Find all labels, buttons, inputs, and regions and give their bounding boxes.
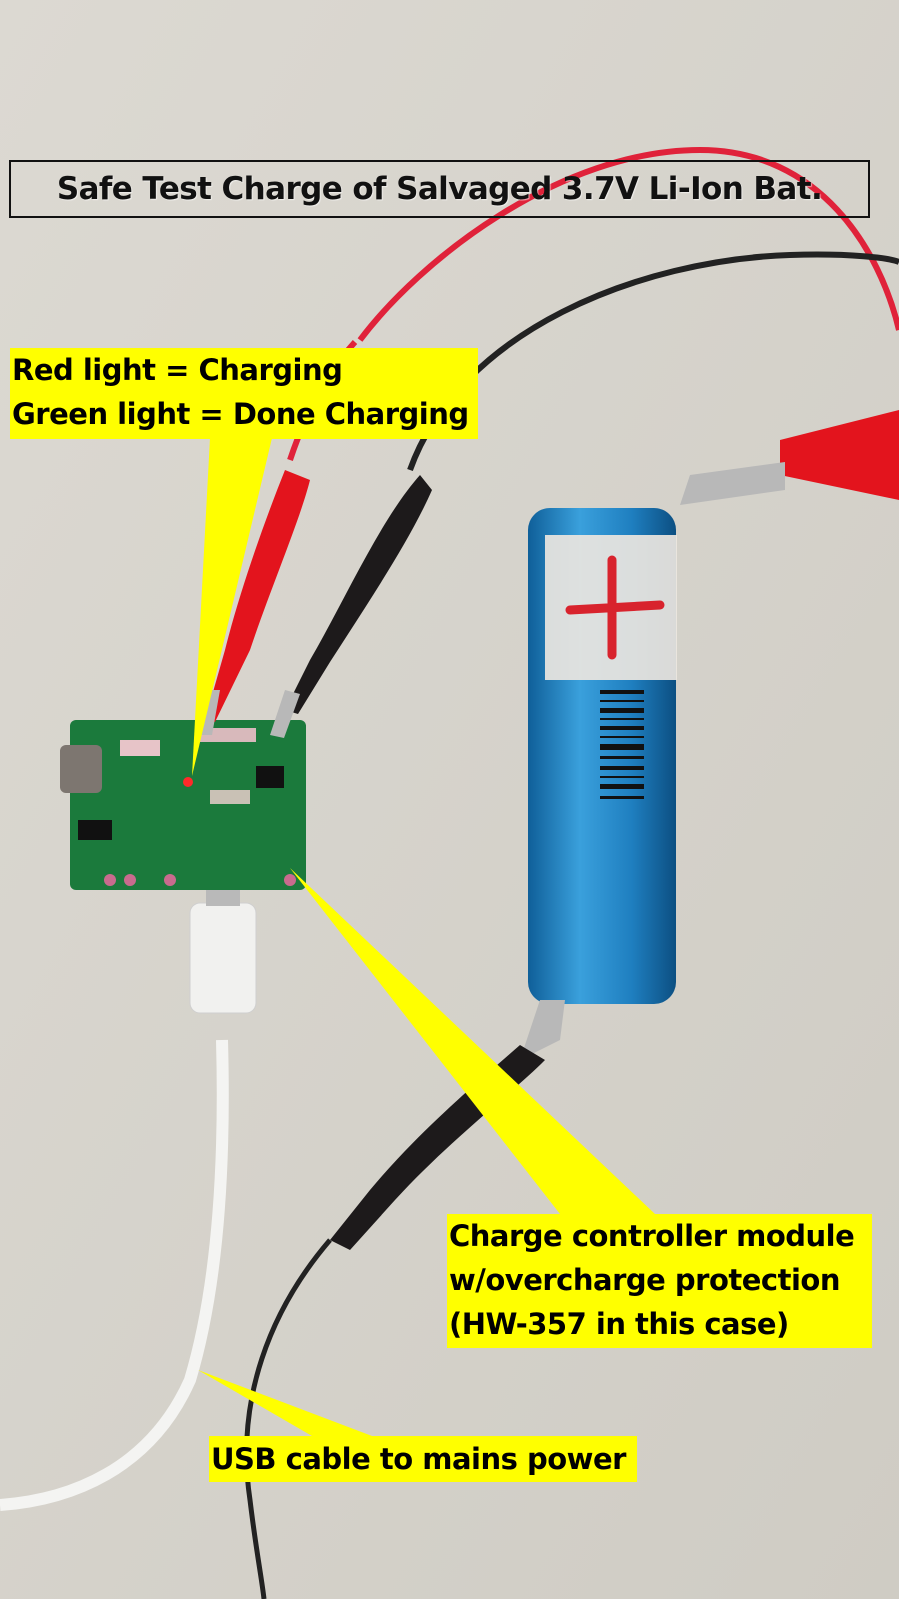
pad <box>124 874 136 886</box>
callout-pointer-usb <box>198 1370 372 1436</box>
inductor <box>60 745 102 793</box>
chip <box>256 766 284 788</box>
callout-line: Charge controller module <box>449 1219 855 1253</box>
page-title: Safe Test Charge of Salvaged 3.7V Li-Ion… <box>9 160 870 218</box>
plus-mark <box>565 555 665 660</box>
callout-pointer-module <box>290 868 655 1214</box>
usb-plug <box>189 902 257 1014</box>
battery-barcode <box>600 690 644 799</box>
callout-led-meaning: Red light = Charging Green light = Done … <box>10 348 478 439</box>
callout-line: (HW-357 in this case) <box>449 1307 789 1341</box>
pad <box>164 874 176 886</box>
callout-line: w/overcharge protection <box>449 1263 841 1297</box>
red-alligator-clip <box>205 470 310 722</box>
pcb-module <box>70 720 306 890</box>
mosfet <box>78 820 112 840</box>
usb-cable <box>0 1039 229 1511</box>
clip-jaw <box>680 462 785 505</box>
clip-jaw <box>270 690 300 738</box>
pad <box>200 728 256 742</box>
black-alligator-clip <box>285 475 432 714</box>
clip-jaw <box>520 1000 565 1060</box>
pad <box>120 740 160 756</box>
red-wire <box>357 146 899 342</box>
red-alligator-clip-top <box>780 410 899 500</box>
callout-line: Red light = Charging <box>12 353 343 387</box>
callout-pointer-lights <box>192 438 272 776</box>
callout-line: USB cable to mains power <box>211 1442 626 1476</box>
callout-charge-module: Charge controller module w/overcharge pr… <box>447 1214 872 1348</box>
pad <box>104 874 116 886</box>
callout-line: Green light = Done Charging <box>12 397 469 431</box>
pad <box>210 790 250 804</box>
red-led <box>183 777 193 787</box>
callout-usb-cable: USB cable to mains power <box>209 1436 637 1482</box>
pad <box>284 874 296 886</box>
